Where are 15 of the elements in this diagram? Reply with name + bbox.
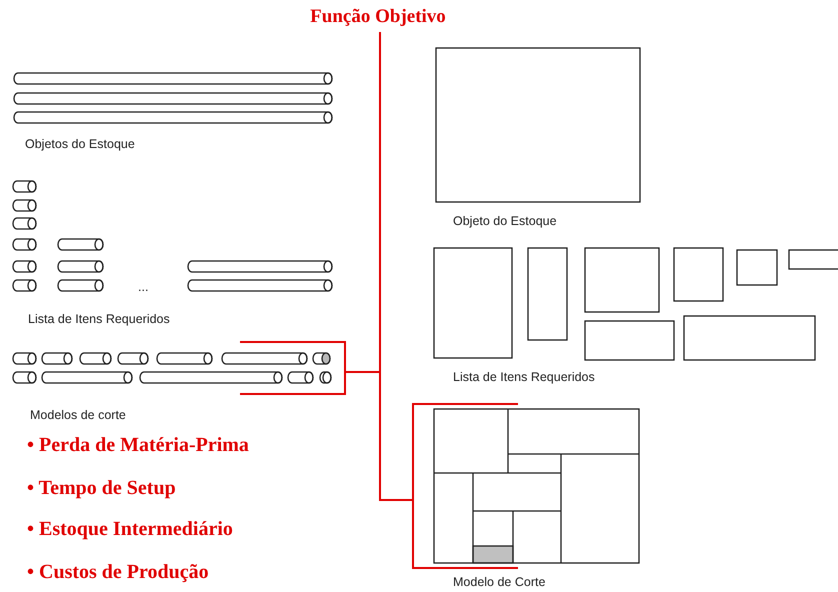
caption: Modelos de corte <box>30 408 126 422</box>
caption: Objetos do Estoque <box>25 137 135 151</box>
bracket <box>240 341 346 395</box>
bullet-text: • Tempo de Setup <box>27 477 176 500</box>
connector-line <box>379 32 412 501</box>
objective-heading: Função Objetivo <box>290 6 466 32</box>
caption: Lista de Itens Requeridos <box>28 312 170 326</box>
caption: Lista de Itens Requeridos <box>453 370 595 384</box>
ellipsis-text: ... <box>138 280 148 294</box>
bullet-text: • Perda de Matéria-Prima <box>27 434 249 457</box>
bullet-text: • Custos de Produção <box>27 561 209 584</box>
caption: Objeto do Estoque <box>453 214 557 228</box>
bullet-text: • Estoque Intermediário <box>27 518 233 541</box>
bracket <box>412 403 518 569</box>
caption: Modelo de Corte <box>453 575 546 589</box>
